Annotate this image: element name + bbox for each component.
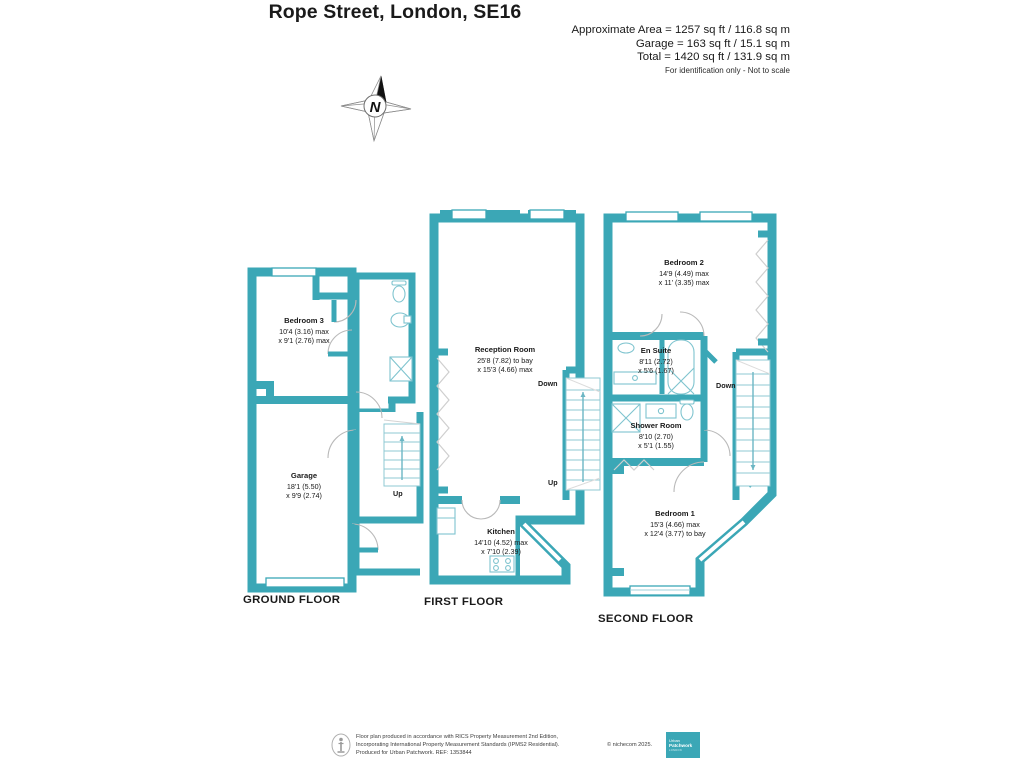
ground-floor-plan (247, 267, 424, 593)
garage-area-text: Garage = 163 sq ft / 15.1 sq m (635, 37, 790, 50)
floor-caption-second: SECOND FLOOR (598, 613, 694, 625)
room-name: Garage (290, 471, 318, 480)
room-label-garage: Garage 18'1 (5.50) x 9'9 (2.74) (224, 471, 384, 501)
basin-fixture (390, 312, 412, 328)
footer-line-3: Produced for Urban Patchwork. REF: 13538… (356, 750, 472, 756)
compass-rose-icon: N (334, 62, 416, 146)
second-floor-plan (603, 211, 777, 597)
footer-line-1: Floor plan produced in accordance with R… (356, 734, 559, 740)
room-label-kitchen: Kitchen 14'10 (4.52) max x 7'10 (2.39) (421, 527, 581, 557)
floor-caption-first: FIRST FLOOR (424, 596, 504, 608)
wc-fixture (391, 280, 407, 303)
second-floor-staircase (735, 359, 771, 487)
room-dimension-2: x 12'4 (3.77) to bay (644, 529, 706, 539)
room-name: Bedroom 1 (655, 509, 695, 518)
room-dimension-1: 18'1 (5.50) (286, 481, 322, 491)
logo-line-2: Patchwork (669, 743, 693, 748)
room-dimension-2: x 7'10 (2.39) (481, 547, 521, 557)
info-person-icon (330, 733, 352, 757)
page-title: Rope Street, London, SE16 (268, 1, 522, 23)
room-label-en-suite: En Suite 8'11 (2.72) x 5'6 (1.67) (601, 346, 711, 376)
shower-tray-fixture (389, 356, 413, 382)
door-swing (639, 311, 731, 493)
disclaimer-text: For identification only - Not to scale (665, 65, 790, 75)
stair-label-first-down: Down (538, 379, 558, 388)
room-name: Bedroom 3 (284, 316, 324, 325)
plan-header: Rope Street, London, SE16 Approximate Ar… (0, 0, 1024, 77)
compass-north-letter: N (370, 99, 382, 116)
floor-caption-ground: GROUND FLOOR (243, 594, 341, 606)
room-dimension-1: 14'10 (4.52) max (474, 537, 528, 547)
urban-patchwork-logo: Urban Patchwork LONDON (666, 732, 700, 758)
bay-window-glazing (436, 357, 450, 471)
room-name: En Suite (640, 346, 672, 355)
first-floor-plan (429, 209, 601, 585)
room-label-bedroom2: Bedroom 2 14'9 (4.49) max x 11' (3.35) m… (604, 258, 764, 288)
logo-line-1: Urban (669, 738, 680, 743)
door-swing (327, 299, 383, 551)
room-dimension-2: x 5'1 (1.55) (638, 441, 674, 451)
room-dimension-1: 14'9 (4.49) max (659, 268, 709, 278)
logo-line-3: LONDON (669, 749, 682, 752)
plan-footer: Floor plan produced in accordance with R… (330, 729, 730, 765)
ground-floor-staircase (383, 419, 421, 487)
room-label-shower-room: Shower Room 8'10 (2.70) x 5'1 (1.55) (596, 421, 716, 451)
bay-window-glazing (755, 239, 769, 353)
room-label-bedroom1: Bedroom 1 15'3 (4.66) max x 12'4 (3.77) … (595, 509, 755, 539)
room-dimension-1: 8'10 (2.70) (638, 431, 674, 441)
footer-line-2: Incorporating International Property Mea… (356, 742, 560, 748)
footer-copyright: © nichecom 2025. (607, 742, 653, 748)
stair-label-second-down: Down (716, 381, 736, 390)
stair-label-first-up: Up (548, 478, 558, 487)
room-label-reception-room: Reception Room 25'8 (7.82) to bay x 15'3… (425, 345, 585, 375)
approx-area-text: Approximate Area = 1257 sq ft / 116.8 sq… (571, 24, 790, 36)
room-dimension-1: 8'11 (2.72) (639, 356, 673, 366)
room-dimension-2: x 15'3 (4.66) max (477, 365, 533, 375)
door-swing (461, 499, 501, 520)
room-name: Shower Room (630, 421, 682, 430)
room-dimension-2: x 9'9 (2.74) (286, 491, 322, 501)
ensuite-fixtures (613, 339, 695, 395)
room-name: Kitchen (487, 527, 515, 536)
room-name: Bedroom 2 (664, 258, 704, 267)
room-dimension-2: x 11' (3.35) max (658, 278, 710, 288)
shower-room-fixtures (611, 399, 695, 433)
room-dimension-1: 25'8 (7.82) to bay (477, 355, 533, 365)
stair-label-ground-up: Up (393, 489, 403, 498)
room-dimension-1: 15'3 (4.66) max (650, 519, 700, 529)
room-dimension-1: 10'4 (3.16) max (279, 326, 329, 336)
room-dimension-2: x 5'6 (1.67) (638, 366, 674, 376)
kitchen-fittings (436, 507, 515, 573)
room-dimension-2: x 9'1 (2.76) max (278, 336, 330, 346)
room-name: Reception Room (474, 345, 536, 354)
first-floor-staircase (565, 377, 601, 491)
room-label-bedroom3: Bedroom 3 10'4 (3.16) max x 9'1 (2.76) m… (224, 316, 384, 346)
total-area-text: Total = 1420 sq ft / 131.9 sq m (637, 51, 790, 64)
